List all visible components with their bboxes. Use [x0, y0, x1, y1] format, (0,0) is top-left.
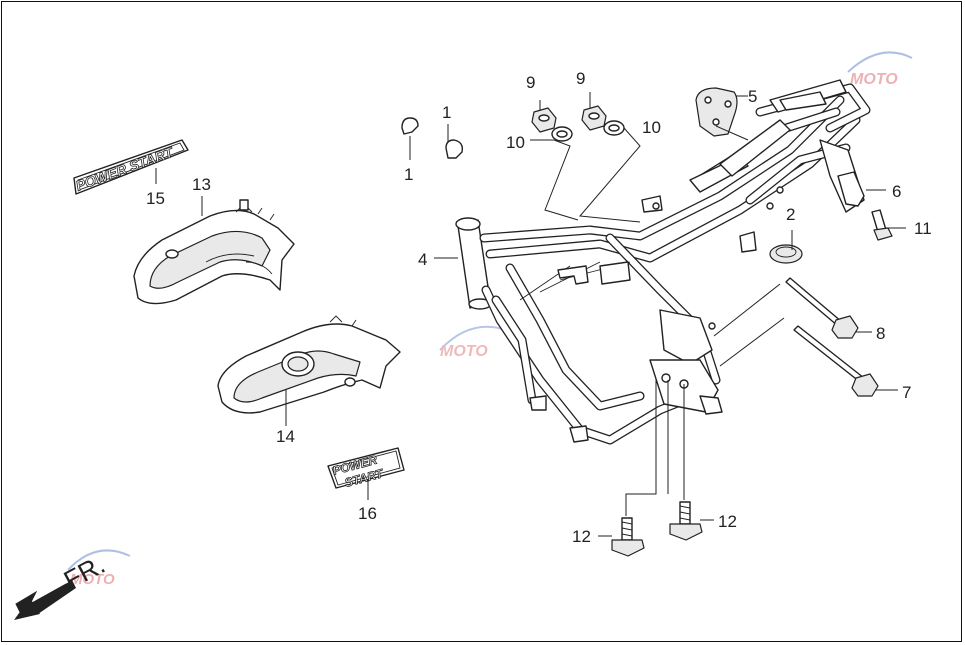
callout-15: 15 [146, 189, 165, 208]
leader-lines [155, 92, 906, 537]
svg-text:MOTO: MOTO [440, 343, 488, 360]
callout-12b: 12 [718, 512, 737, 531]
clip-1a [401, 117, 419, 135]
decal-top-text: POWER START [74, 143, 177, 193]
washer-10a [551, 126, 573, 142]
callout-4: 4 [418, 250, 427, 269]
callout-numbers: 1 1 2 4 5 6 7 8 9 9 10 10 11 12 12 13 14… [146, 69, 932, 546]
callout-13: 13 [192, 175, 211, 194]
bracket-plate-5 [695, 87, 738, 137]
callout-7: 7 [902, 383, 911, 402]
svg-text:MOTO: MOTO [70, 571, 115, 588]
bolt-11 [871, 209, 893, 241]
watermark-logo-center: MOTO [439, 325, 507, 360]
nut-9a [531, 107, 557, 133]
washer-10b [603, 120, 625, 136]
bolt-12a [611, 517, 645, 557]
callout-2: 2 [786, 205, 795, 224]
callout-1a: 1 [404, 165, 413, 184]
callout-11: 11 [914, 219, 932, 238]
side-cover-13 [133, 199, 295, 305]
callout-1b: 1 [442, 103, 451, 122]
bracket-6 [837, 171, 865, 207]
callout-8: 8 [876, 324, 885, 343]
callout-14: 14 [276, 427, 295, 446]
bolt-8 [785, 277, 859, 339]
callout-16: 16 [358, 504, 377, 523]
callout-10b: 10 [642, 118, 661, 137]
grommet-2 [769, 244, 803, 264]
callout-10a: 10 [506, 133, 525, 152]
side-cover-14 [217, 315, 401, 414]
main-frame [455, 79, 871, 445]
callout-9b: 9 [576, 69, 585, 88]
svg-text:MOTO: MOTO [850, 71, 898, 88]
power-start-decal-top: POWER START [73, 139, 189, 195]
callout-5: 5 [748, 87, 757, 106]
bolt-7 [793, 325, 879, 397]
watermark-logo-top-right: MOTO [847, 51, 913, 88]
clip-1b [445, 139, 464, 159]
nut-9b [581, 105, 607, 131]
callout-12a: 12 [572, 527, 591, 546]
callout-9a: 9 [526, 73, 535, 92]
bolt-12b [669, 501, 703, 541]
watermark-logo-bottom-left: MOTO [67, 549, 131, 588]
callout-6: 6 [892, 182, 901, 201]
power-start-decal-bottom: POWER START [327, 447, 405, 490]
